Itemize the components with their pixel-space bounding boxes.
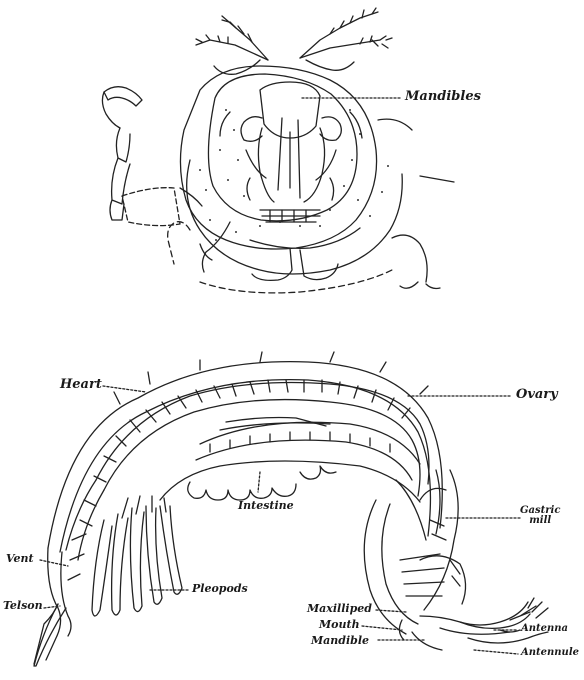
label-mandible: Mandible [311,635,369,646]
label-mouth: Mouth [319,619,360,630]
label-antenna: Antenna [521,624,568,634]
label-intestine: Intestine [238,500,294,511]
label-antennule: Antennule [521,648,579,658]
label-mandibles: Mandibles [405,90,481,103]
label-telson: Telson [3,600,43,611]
label-heart: Heart [60,378,102,391]
head-ventral-view [102,8,454,293]
vent-leader [40,560,68,566]
label-pleopods: Pleopods [192,583,248,594]
heart-leader [103,386,146,392]
label-maxilliped: Maxilliped [307,603,372,614]
leader-lines [40,386,520,654]
antennule-leader [474,650,518,654]
left-cheliped-drawing [102,87,202,226]
top-antennae-drawing [196,8,392,74]
label-ovary: Ovary [516,388,558,401]
dorsal-outline [48,362,442,548]
label-vent: Vent [6,553,34,564]
intestine-tube [200,422,420,464]
label-gastric-mill: Gastric mill [520,506,560,526]
